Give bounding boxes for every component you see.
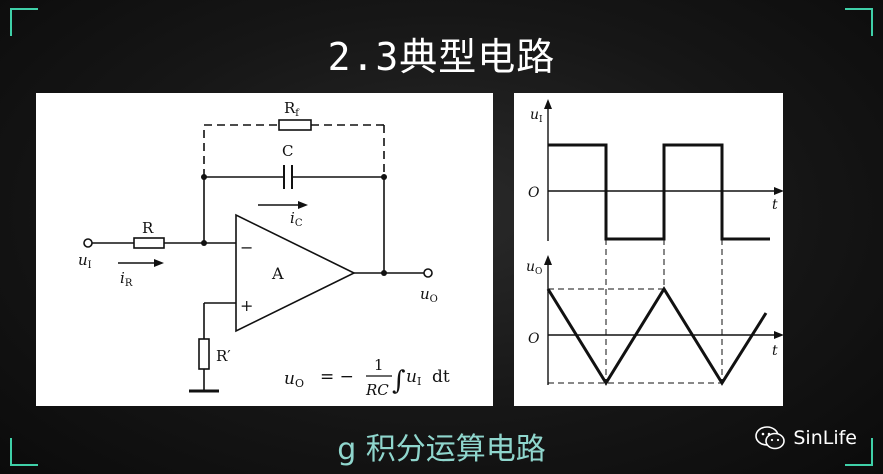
top-origin: O	[528, 185, 540, 201]
top-ylabel: uI	[530, 107, 543, 125]
op-amp	[235, 213, 356, 333]
output-terminal	[423, 268, 433, 278]
inverting-sign: −	[240, 238, 253, 257]
capacitor-label: C	[282, 142, 293, 160]
svg-text:dt: dt	[432, 367, 450, 387]
waveform-panel: uI O t uO O t	[514, 93, 783, 406]
integrator-formula: uO = − 1 RC ∫ uI dt	[284, 356, 450, 399]
top-xlabel: t	[772, 197, 778, 213]
brand-watermark: SinLife	[755, 425, 857, 451]
feedback-resistor	[278, 119, 312, 131]
feedback-resistor-label: Rf	[284, 99, 300, 119]
integrator-circuit-diagram: Rf C iC R uI iR A − + uO R′ uO = − 1 RC …	[78, 99, 450, 399]
arrow-ir	[154, 259, 164, 267]
slide-title: 2.3典型电路	[327, 35, 556, 79]
input-square-wave	[548, 143, 770, 241]
current-ic-label: iC	[290, 209, 303, 229]
bottom-xlabel: t	[772, 343, 778, 359]
input-voltage-label: uI	[78, 251, 92, 271]
current-ir-label: iR	[120, 269, 133, 289]
corner-top-right	[845, 8, 873, 36]
noninverting-sign: +	[240, 296, 253, 315]
svg-text:RC: RC	[365, 381, 389, 399]
corner-top-left	[10, 8, 38, 36]
svg-text:uI: uI	[406, 367, 421, 388]
output-voltage-label: uO	[420, 285, 438, 305]
amp-label: A	[271, 264, 284, 283]
wechat-icon	[755, 426, 786, 450]
circuit-panel: Rf C iC R uI iR A − + uO R′ uO = − 1 RC …	[36, 93, 493, 406]
bottom-origin: O	[528, 331, 540, 347]
bottom-ylabel: uO	[526, 259, 542, 277]
corner-bottom-left	[10, 438, 38, 466]
input-terminal	[83, 238, 93, 248]
svg-text:∫: ∫	[392, 366, 406, 396]
arrow-ic	[298, 201, 308, 209]
svg-text:uO: uO	[284, 369, 304, 390]
svg-text:= −: = −	[320, 367, 354, 387]
ground-resistor	[198, 338, 210, 370]
svg-text:1: 1	[374, 356, 384, 374]
output-triangle-wave	[546, 286, 768, 386]
ground-resistor-label: R′	[216, 347, 231, 365]
corner-bottom-right	[845, 438, 873, 466]
figure-caption: g 积分运算电路	[337, 432, 546, 467]
input-resistor-label: R	[142, 219, 154, 237]
brand-name: SinLife	[793, 427, 857, 449]
waveform-diagram: uI O t uO O t	[526, 99, 783, 386]
input-resistor	[133, 237, 165, 249]
